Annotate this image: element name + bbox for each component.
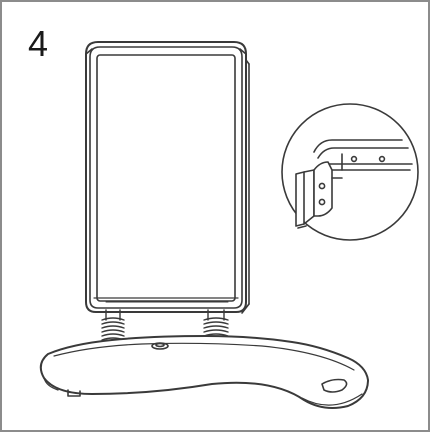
hinge-detail-callout [281, 103, 419, 241]
water-base [39, 335, 369, 409]
poster-frame [85, 41, 250, 314]
step-number: 4 [28, 23, 49, 64]
